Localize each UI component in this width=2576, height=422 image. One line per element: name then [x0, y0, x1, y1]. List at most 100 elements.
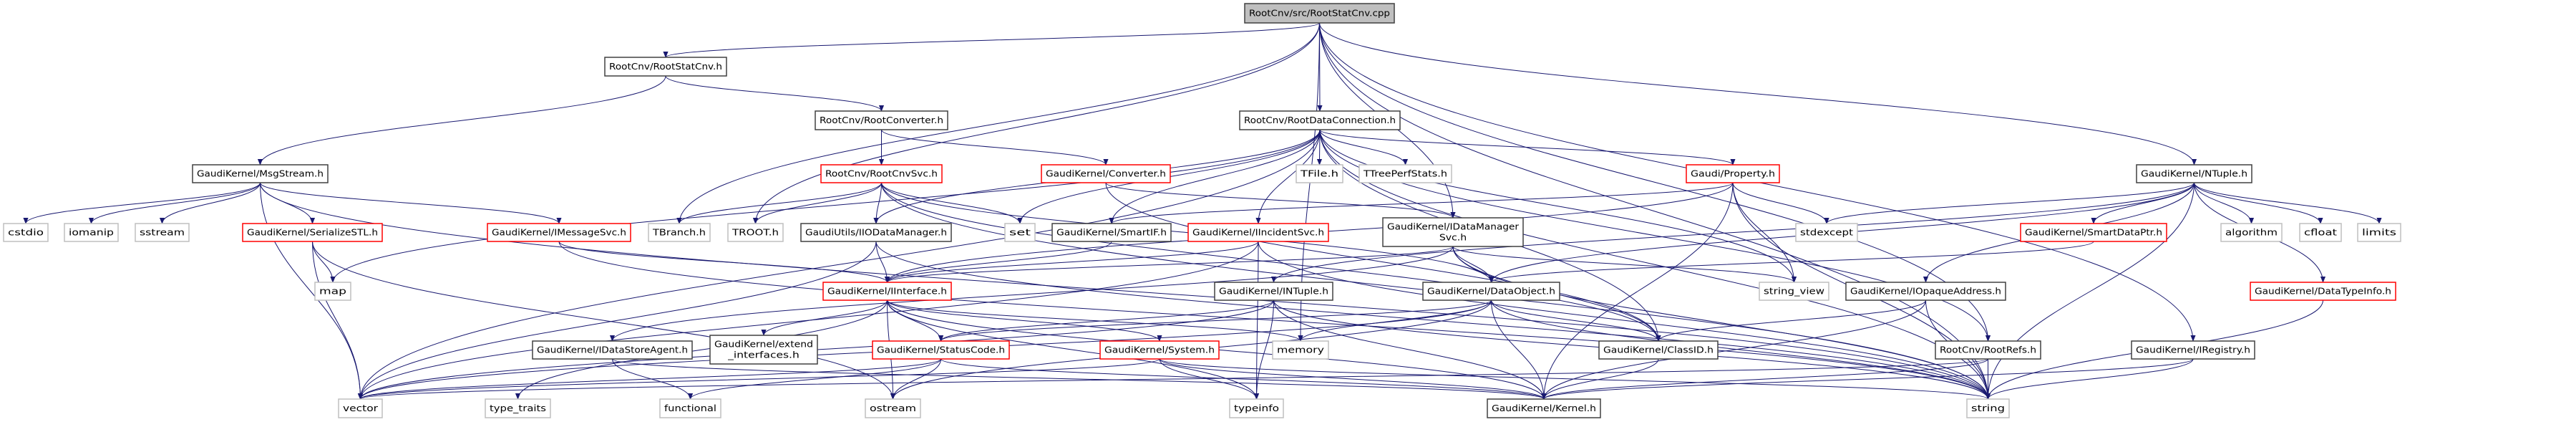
node-label: string_view	[1764, 287, 1824, 297]
node-converter[interactable]: GaudiKernel/Converter.h	[1041, 164, 1171, 183]
node-idatastoreagent[interactable]: GaudiKernel/IDataStoreAgent.h	[532, 340, 693, 360]
node-stringview: string_view	[1759, 282, 1829, 301]
node-datatypeinfo[interactable]: GaudiKernel/DataTypeInfo.h	[2250, 282, 2396, 301]
node-rootdataconn[interactable]: RootCnv/RootDataConnection.h	[1239, 110, 1401, 130]
node-classid[interactable]: GaudiKernel/ClassID.h	[1598, 340, 1719, 360]
edge-converter-to-classid	[1105, 182, 1661, 342]
edge-ntuple-to-cfloat	[2194, 182, 2323, 224]
node-box	[1966, 398, 2010, 418]
node-box	[1239, 110, 1401, 130]
node-iregistry[interactable]: GaudiKernel/IRegistry.h	[2131, 340, 2255, 360]
node-box	[1041, 164, 1171, 183]
edge-classid-to-kernel	[1541, 358, 1659, 400]
node-label: iomanip	[69, 228, 114, 238]
node-statuscode[interactable]: GaudiKernel/StatusCode.h	[872, 340, 1010, 360]
edge-dataobject-to-kernel	[1491, 299, 1547, 400]
node-box	[2220, 223, 2283, 242]
node-cfloat: cfloat	[2299, 223, 2342, 242]
node-imessagesvc[interactable]: GaudiKernel/IMessageSvc.h	[487, 223, 631, 242]
node-box	[1845, 282, 2006, 301]
node-label: GaudiKernel/IMessageSvc.h	[492, 228, 626, 238]
edge-cpp-to-statcnvh	[663, 22, 1320, 58]
node-ntuple[interactable]: GaudiKernel/NTuple.h	[2136, 164, 2252, 183]
node-box	[1229, 398, 1284, 418]
node-iiodatamanager[interactable]: GaudiUtils/IIODataManager.h	[800, 223, 952, 242]
edge-rootdataconn-to-vector	[357, 129, 1321, 400]
node-intuple[interactable]: GaudiKernel/INTuple.h	[1214, 282, 1333, 301]
edge-dataobject-to-statuscode	[938, 299, 1492, 342]
edge-iinterface-to-system	[887, 299, 1162, 342]
node-label: GaudiKernel/System.h	[1104, 345, 1215, 355]
edge-iiodatamanager-to-vector	[357, 241, 877, 400]
node-kernel[interactable]: GaudiKernel/Kernel.h	[1487, 398, 1601, 418]
edge-dataobject-to-memory	[1298, 299, 1492, 342]
edge-msgstream-to-iomanip	[88, 182, 261, 224]
node-iincidentsvc[interactable]: GaudiKernel/IIncidentSvc.h	[1187, 223, 1329, 242]
node-smartdataptr[interactable]: GaudiKernel/SmartDataPtr.h	[2020, 223, 2167, 242]
node-iinterface[interactable]: GaudiKernel/IInterface.h	[822, 282, 952, 301]
node-statcnvh[interactable]: RootCnv/RootStatCnv.h	[604, 57, 727, 77]
edge-iincidentsvc-to-string	[1258, 241, 1991, 400]
node-label: TBranch.h	[652, 228, 706, 238]
edge-rootcnvsvc-to-dataobject	[881, 182, 1494, 283]
nodes-layer: RootCnv/src/RootStatCnv.cppRootCnv/RootS…	[3, 3, 2401, 418]
edge-iregistry-to-kernel	[1541, 358, 2194, 400]
node-label: type_traits	[490, 403, 546, 413]
edge-dataobject-to-string	[1491, 299, 1991, 400]
node-label: GaudiKernel/MsgStream.h	[197, 169, 324, 179]
node-msgstream[interactable]: GaudiKernel/MsgStream.h	[192, 164, 329, 183]
node-ttreeperf: TTreePerfStats.h	[1359, 164, 1452, 183]
edge-idatamanagersvc-to-stringview	[1452, 246, 1797, 283]
node-serializestl[interactable]: GaudiKernel/SerializeSTL.h	[242, 223, 383, 242]
node-label: sstream	[140, 228, 185, 238]
node-box	[1244, 3, 1395, 24]
node-label: RootCnv/RootDataConnection.h	[1244, 115, 1396, 125]
edge-rootcnvsvc-to-tbranch	[676, 182, 882, 224]
node-label: GaudiKernel/DataTypeInfo.h	[2255, 287, 2391, 297]
node-troot: TROOT.h	[727, 223, 784, 242]
node-smartif[interactable]: GaudiKernel/SmartIF.h	[1051, 223, 1172, 242]
node-label: RootCnv/RootRefs.h	[1940, 345, 2036, 355]
node-box	[1686, 164, 1780, 183]
node-box	[2299, 223, 2342, 242]
edge-intuple-to-kernel	[1273, 299, 1547, 400]
node-label: string	[1971, 403, 2005, 413]
node-label: Gaudi/Property.h	[1691, 169, 1775, 179]
node-rootrefs[interactable]: RootCnv/RootRefs.h	[1935, 340, 2041, 360]
node-label: GaudiKernel/DataObject.h	[1427, 287, 1555, 297]
node-label: RootCnv/RootConverter.h	[820, 115, 943, 125]
edge-msgstream-to-string	[260, 182, 1991, 400]
node-box	[1487, 398, 1601, 418]
node-box	[1759, 282, 1829, 301]
edge-iopaqueaddress-to-classid	[1656, 299, 1926, 342]
node-label: RootCnv/RootStatCnv.h	[609, 62, 722, 72]
node-limits: limits	[2357, 223, 2401, 242]
edge-cpp-to-troot	[752, 22, 1320, 224]
node-box	[2357, 223, 2401, 242]
node-label: GaudiKernel/SmartDataPtr.h	[2025, 228, 2162, 238]
edge-rootdataconn-to-property	[1319, 129, 1736, 166]
node-box	[815, 110, 948, 130]
node-dataobject[interactable]: GaudiKernel/DataObject.h	[1422, 282, 1560, 301]
edge-system-to-vector	[358, 358, 1160, 400]
node-rootcnvsvc[interactable]: RootCnv/RootCnvSvc.h	[820, 164, 943, 183]
edge-cpp-to-string	[1319, 22, 1991, 400]
node-cpp[interactable]: RootCnv/src/RootStatCnv.cpp	[1244, 3, 1395, 24]
edge-cpp-to-tbranch	[676, 22, 1320, 224]
edge-iinterface-to-extendinterfaces	[761, 299, 888, 336]
node-extendinterfaces[interactable]: GaudiKernel/extend_interfaces.h	[709, 335, 818, 365]
node-label: GaudiKernel/IOpaqueAddress.h	[1850, 287, 2001, 297]
node-rootconverter[interactable]: RootCnv/RootConverter.h	[815, 110, 948, 130]
node-tbranch: TBranch.h	[648, 223, 711, 242]
node-property[interactable]: Gaudi/Property.h	[1686, 164, 1780, 183]
edge-idatamanagersvc-to-idatastoreagent	[610, 246, 1454, 342]
node-box	[2131, 340, 2255, 360]
edge-iopaqueaddress-to-kernel	[1541, 299, 1926, 400]
node-label: typeinfo	[1234, 403, 1279, 413]
edge-rootdataconn-to-ttreeperf	[1319, 129, 1409, 166]
node-label: GaudiKernel/IDataManager	[1387, 222, 1519, 232]
node-system[interactable]: GaudiKernel/System.h	[1099, 340, 1220, 360]
node-algorithm: algorithm	[2220, 223, 2283, 242]
node-iopaqueaddress[interactable]: GaudiKernel/IOpaqueAddress.h	[1845, 282, 2006, 301]
